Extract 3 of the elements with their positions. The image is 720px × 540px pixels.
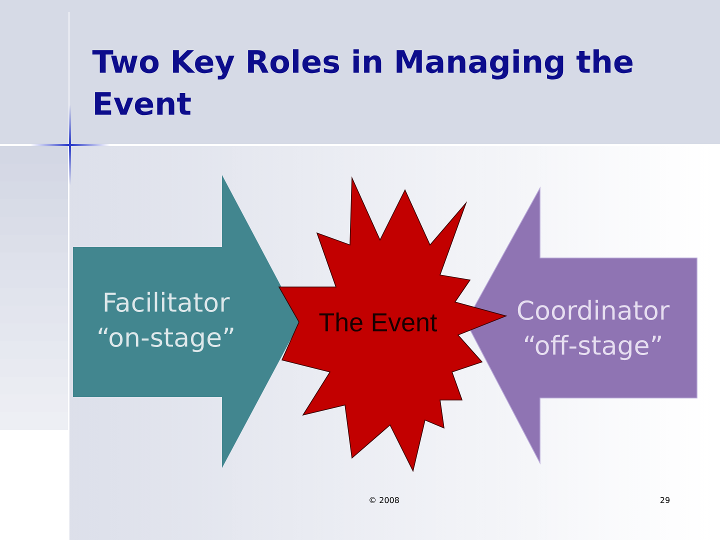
copyright-note: © 2008 (370, 497, 399, 504)
page-number: 29 (660, 497, 670, 504)
title: Two Key Roles in Managing the Event (92, 49, 632, 116)
